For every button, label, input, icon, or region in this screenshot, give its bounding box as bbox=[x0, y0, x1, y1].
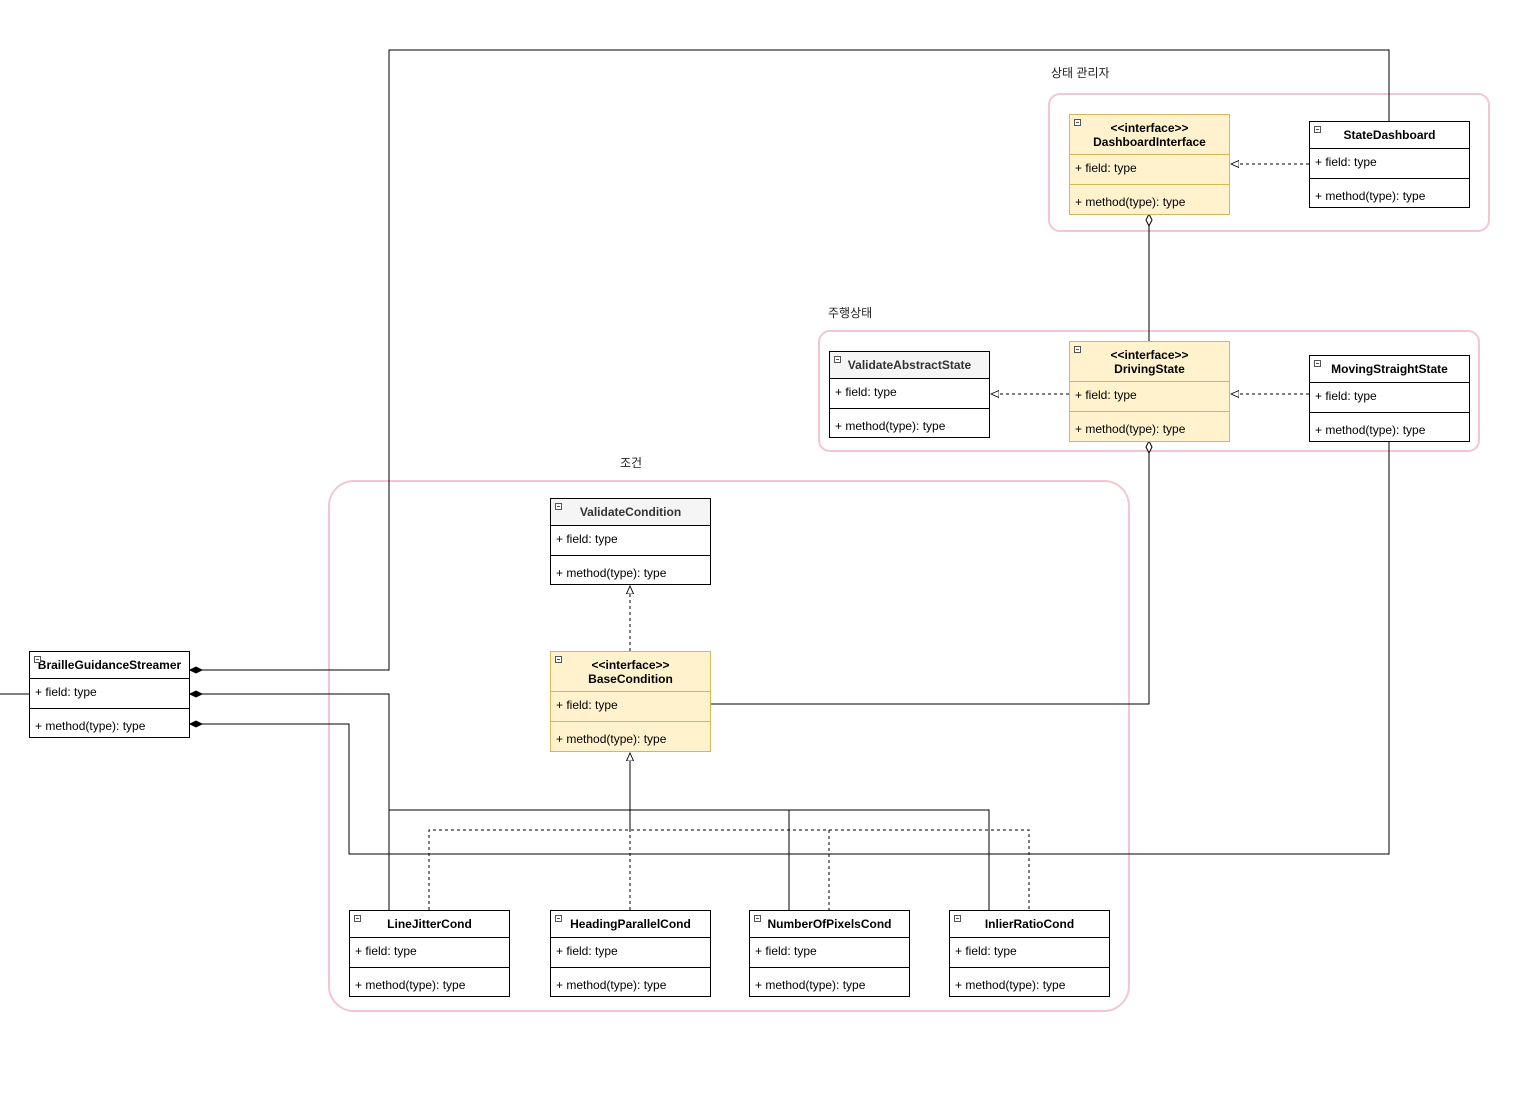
edge-streamer-to-statedashboard bbox=[197, 49, 1390, 671]
collapse-icon[interactable] bbox=[1074, 346, 1081, 353]
stereotype-label: <<interface>> bbox=[591, 657, 670, 672]
class-name: DashboardInterface bbox=[1093, 134, 1206, 149]
group-condition-label: 조건 bbox=[620, 456, 643, 470]
group-state-manager bbox=[1048, 93, 1490, 232]
class-method[interactable]: + method(type): type bbox=[1315, 189, 1426, 203]
class-method[interactable]: + method(type): type bbox=[556, 732, 667, 746]
collapse-icon[interactable] bbox=[555, 503, 562, 510]
class-base-condition[interactable]: <<interface>>BaseCondition + field: type… bbox=[550, 651, 711, 752]
aggregation-diamond-dashboard bbox=[1145, 212, 1153, 228]
class-name: MovingStraightState bbox=[1331, 362, 1448, 376]
edge-streamer-to-movingstraight bbox=[197, 441, 1390, 855]
collapse-icon[interactable] bbox=[954, 915, 961, 922]
class-field[interactable]: + field: type bbox=[551, 526, 710, 556]
class-field[interactable]: + field: type bbox=[750, 938, 909, 968]
class-method[interactable]: + method(type): type bbox=[955, 978, 1066, 992]
aggregation-diamond-drivingstate bbox=[1145, 439, 1153, 455]
class-dashboard-interface[interactable]: <<interface>>DashboardInterface + field:… bbox=[1069, 114, 1230, 215]
class-name: ValidateAbstractState bbox=[847, 358, 972, 372]
class-method[interactable]: + method(type): type bbox=[556, 566, 667, 580]
composition-diamond-top bbox=[188, 666, 204, 674]
collapse-icon[interactable] bbox=[1314, 360, 1321, 367]
class-inlier-ratio-cond[interactable]: InlierRatioCond + field: type + method(t… bbox=[949, 910, 1110, 997]
class-braille-guidance-streamer[interactable]: BrailleGuidanceStreamer + field: type + … bbox=[29, 651, 190, 738]
class-method[interactable]: + method(type): type bbox=[1075, 422, 1186, 436]
group-condition bbox=[328, 480, 1130, 1012]
class-name: ValidateCondition bbox=[579, 505, 682, 519]
edge-drivingstate-aggregates-basecondition bbox=[711, 453, 1150, 705]
class-field[interactable]: + field: type bbox=[1070, 382, 1229, 412]
collapse-icon[interactable] bbox=[354, 915, 361, 922]
class-method[interactable]: + method(type): type bbox=[1075, 195, 1186, 209]
class-name: LineJitterCond bbox=[387, 917, 472, 931]
collapse-icon[interactable] bbox=[834, 356, 841, 363]
collapse-icon[interactable] bbox=[1074, 119, 1081, 126]
composition-diamond-middle bbox=[188, 690, 204, 698]
stereotype-label: <<interface>> bbox=[1110, 347, 1189, 362]
class-field[interactable]: + field: type bbox=[950, 938, 1109, 968]
collapse-icon[interactable] bbox=[555, 656, 562, 663]
class-method[interactable]: + method(type): type bbox=[35, 719, 146, 733]
group-driving-state-label: 주행상태 bbox=[828, 306, 873, 320]
class-name: BrailleGuidanceStreamer bbox=[37, 658, 182, 672]
class-field[interactable]: + field: type bbox=[30, 679, 189, 709]
composition-diamond-bottom bbox=[188, 720, 204, 728]
class-number-of-pixels-cond[interactable]: NumberOfPixelsCond + field: type + metho… bbox=[749, 910, 910, 997]
collapse-icon[interactable] bbox=[34, 656, 41, 663]
class-name: DrivingState bbox=[1114, 361, 1185, 376]
class-method[interactable]: + method(type): type bbox=[755, 978, 866, 992]
class-driving-state[interactable]: <<interface>>DrivingState + field: type … bbox=[1069, 341, 1230, 442]
class-heading-parallel-cond[interactable]: HeadingParallelCond + field: type + meth… bbox=[550, 910, 711, 997]
class-method[interactable]: + method(type): type bbox=[556, 978, 667, 992]
class-method[interactable]: + method(type): type bbox=[835, 419, 946, 433]
class-field[interactable]: + field: type bbox=[350, 938, 509, 968]
class-field[interactable]: + field: type bbox=[1070, 155, 1229, 185]
class-name: HeadingParallelCond bbox=[570, 917, 691, 931]
collapse-icon[interactable] bbox=[1314, 126, 1321, 133]
class-name: StateDashboard bbox=[1343, 128, 1436, 142]
class-field[interactable]: + field: type bbox=[551, 938, 710, 968]
class-field[interactable]: + field: type bbox=[1310, 383, 1469, 413]
collapse-icon[interactable] bbox=[555, 915, 562, 922]
stereotype-label: <<interface>> bbox=[1110, 120, 1189, 135]
class-moving-straight-state[interactable]: MovingStraightState + field: type + meth… bbox=[1309, 355, 1470, 442]
class-validate-abstract-state[interactable]: ValidateAbstractState + field: type + me… bbox=[829, 351, 990, 438]
class-field[interactable]: + field: type bbox=[551, 692, 710, 722]
class-validate-condition[interactable]: ValidateCondition + field: type + method… bbox=[550, 498, 711, 585]
class-field[interactable]: + field: type bbox=[830, 379, 989, 409]
class-state-dashboard[interactable]: StateDashboard + field: type + method(ty… bbox=[1309, 121, 1470, 208]
class-field[interactable]: + field: type bbox=[1310, 149, 1469, 179]
collapse-icon[interactable] bbox=[754, 915, 761, 922]
group-state-manager-label: 상태 관리자 bbox=[1051, 66, 1110, 80]
class-name: BaseCondition bbox=[588, 671, 673, 686]
class-method[interactable]: + method(type): type bbox=[355, 978, 466, 992]
class-name: InlierRatioCond bbox=[984, 917, 1075, 931]
class-method[interactable]: + method(type): type bbox=[1315, 423, 1426, 437]
class-line-jitter-cond[interactable]: LineJitterCond + field: type + method(ty… bbox=[349, 910, 510, 997]
edge-conditions-realize-bus bbox=[428, 829, 1030, 910]
class-name: NumberOfPixelsCond bbox=[767, 917, 892, 931]
